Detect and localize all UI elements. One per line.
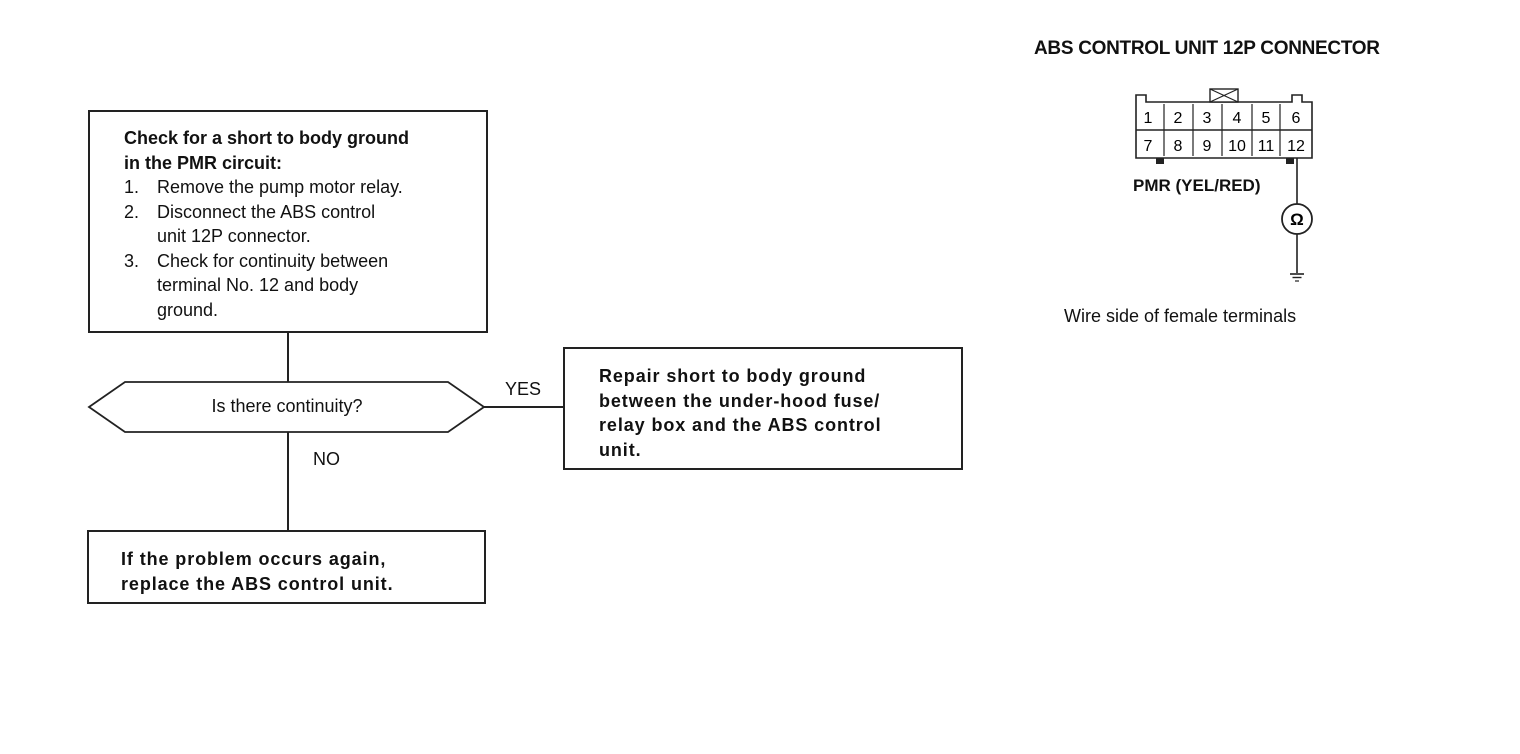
step-text: Disconnect the ABS control bbox=[157, 201, 376, 222]
repair-line: between the under-hood fuse/ bbox=[599, 390, 881, 411]
pin-label: 4 bbox=[1233, 110, 1242, 127]
no-branch-line bbox=[287, 432, 289, 531]
step-number: 2. bbox=[124, 201, 140, 222]
pin-label: 6 bbox=[1292, 110, 1301, 127]
repair-line: unit. bbox=[599, 439, 642, 460]
step-text: ground. bbox=[157, 299, 219, 320]
check-box-title-line2: in the PMR circuit: bbox=[124, 152, 283, 173]
step-text: terminal No. 12 and body bbox=[157, 275, 359, 295]
pin-label: 8 bbox=[1174, 138, 1183, 155]
connector-title: ABS CONTROL UNIT 12P CONNECTOR bbox=[1034, 38, 1380, 59]
pin-label: 7 bbox=[1144, 138, 1153, 155]
repair-line: relay box and the ABS control bbox=[599, 415, 882, 435]
decision-question: Is there continuity? bbox=[211, 396, 363, 416]
check-box-title-line1: Check for a short to body ground bbox=[124, 128, 410, 148]
pin-label: 3 bbox=[1203, 110, 1212, 127]
step-text: unit 12P connector. bbox=[157, 226, 311, 246]
ground-icon bbox=[1290, 273, 1304, 282]
ohm-symbol: Ω bbox=[1290, 210, 1304, 229]
pin-label: 5 bbox=[1262, 110, 1271, 127]
flow-connector-line bbox=[287, 333, 289, 382]
pin-label: 12 bbox=[1287, 138, 1305, 155]
replace-result-box: If the problem occurs again, replace the… bbox=[87, 530, 486, 604]
check-step-box: Check for a short to body ground in the … bbox=[88, 110, 488, 333]
yes-label: YES bbox=[505, 379, 542, 399]
step-number: 1. bbox=[124, 177, 140, 197]
repair-line: Repair short to body ground bbox=[599, 366, 867, 386]
wire-label: PMR (YEL/RED) bbox=[1133, 176, 1261, 195]
check-step-1: 1. Remove the pump motor relay. bbox=[124, 175, 466, 200]
repair-result-box: Repair short to body ground between the … bbox=[563, 347, 963, 470]
connector-12p-diagram: 1 2 3 4 5 6 7 8 9 10 11 12 Ω bbox=[1135, 88, 1313, 282]
pin-label: 10 bbox=[1228, 138, 1246, 155]
step-text: Remove the pump motor relay. bbox=[157, 177, 403, 197]
check-step-2: 2. Disconnect the ABS control unit 12P c… bbox=[124, 200, 466, 249]
pin-label: 9 bbox=[1203, 138, 1212, 155]
pin-label: 2 bbox=[1174, 110, 1183, 127]
connector-caption: Wire side of female terminals bbox=[1064, 306, 1297, 326]
replace-line: If the problem occurs again, bbox=[121, 549, 387, 569]
pin-label: 11 bbox=[1258, 138, 1275, 155]
pin-label: 1 bbox=[1144, 110, 1153, 127]
step-text: Check for continuity between bbox=[157, 250, 389, 271]
check-step-3: 3. Check for continuity between terminal… bbox=[124, 249, 466, 323]
yes-branch-line bbox=[484, 406, 565, 408]
replace-line: replace the ABS control unit. bbox=[121, 573, 394, 594]
step-number: 3. bbox=[124, 250, 140, 271]
no-label: NO bbox=[313, 449, 340, 469]
